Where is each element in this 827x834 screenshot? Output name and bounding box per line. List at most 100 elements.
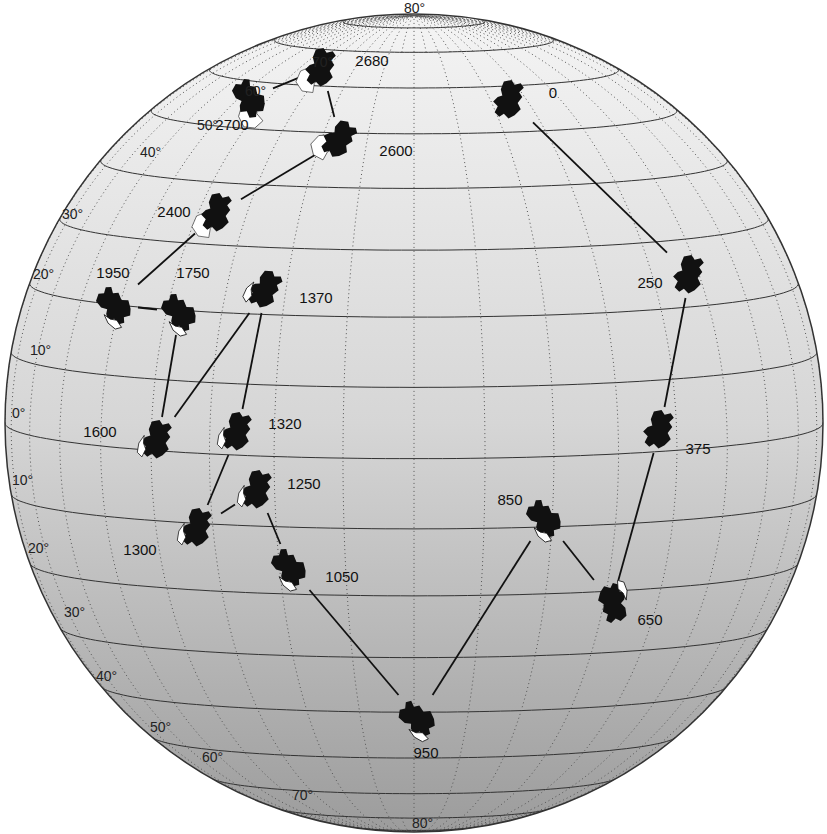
continent-position: 1370 bbox=[243, 267, 289, 313]
continent-position: 1750 bbox=[157, 289, 203, 335]
path-connector bbox=[162, 335, 176, 417]
latitude-label: 80° bbox=[404, 1, 425, 15]
age-label: 2600 bbox=[379, 143, 412, 158]
continent-position: 1300 bbox=[175, 505, 221, 551]
continent-shape bbox=[157, 289, 203, 335]
parallel-line bbox=[11, 352, 817, 387]
age-label: 2700 bbox=[215, 117, 248, 132]
age-label: 2680 bbox=[355, 53, 388, 68]
meridian-line bbox=[151, 16, 414, 831]
parallel-line bbox=[213, 779, 616, 794]
meridian-line bbox=[414, 16, 677, 831]
parallel-line bbox=[61, 629, 768, 658]
age-label: 250 bbox=[637, 275, 662, 290]
latitude-label: 50° bbox=[150, 720, 171, 734]
graticule bbox=[5, 16, 823, 832]
meridian-line bbox=[210, 16, 415, 832]
path-connector bbox=[433, 541, 531, 695]
age-label: 1050 bbox=[325, 569, 358, 584]
continent-position: 1950 bbox=[92, 282, 138, 328]
age-label: 950 bbox=[413, 745, 438, 760]
continent-position: 2700 bbox=[227, 75, 273, 121]
continent-shape bbox=[317, 117, 363, 163]
path-connector bbox=[241, 154, 317, 199]
latitude-label: 70° bbox=[312, 55, 333, 69]
latitude-label: 70° bbox=[292, 788, 313, 802]
meridian-line bbox=[355, 16, 414, 52]
meridian-line bbox=[414, 16, 619, 832]
continent-position: 1320 bbox=[215, 409, 261, 455]
meridian-line bbox=[60, 16, 414, 828]
meridian-line bbox=[414, 16, 485, 832]
meridian-line bbox=[414, 16, 450, 52]
continent-position: 850 bbox=[522, 495, 568, 541]
path-connector bbox=[138, 308, 157, 310]
continent-shape bbox=[235, 467, 281, 513]
continent-position: 650 bbox=[589, 580, 635, 626]
continent-shape bbox=[195, 190, 241, 236]
path-connector bbox=[221, 505, 235, 514]
continent-position: 1050 bbox=[267, 544, 313, 590]
continent-shape bbox=[487, 77, 533, 123]
meridian-line bbox=[414, 16, 823, 423]
latitude-label: 60° bbox=[245, 84, 266, 98]
continent-shape bbox=[215, 409, 261, 455]
meridian-line bbox=[414, 16, 798, 820]
continent-position: 1250 bbox=[235, 467, 281, 513]
path-connector bbox=[310, 590, 399, 695]
age-label: 1950 bbox=[96, 265, 129, 280]
age-label: 375 bbox=[685, 441, 710, 456]
meridian-line bbox=[402, 818, 411, 832]
path-connector bbox=[273, 78, 299, 89]
parallel-line bbox=[343, 19, 485, 28]
latitude-label: 20° bbox=[28, 541, 49, 555]
continent-position: 950 bbox=[395, 695, 441, 741]
path-connector bbox=[243, 313, 262, 409]
path-connector bbox=[618, 453, 653, 580]
meridian-line bbox=[334, 16, 414, 51]
meridian-line bbox=[5, 16, 414, 423]
path-connector bbox=[665, 298, 686, 407]
path-connector bbox=[268, 513, 281, 544]
age-label: 1750 bbox=[176, 265, 209, 280]
latitude-label: 40° bbox=[96, 669, 117, 683]
meridian-line bbox=[414, 16, 494, 51]
continent-shape bbox=[667, 252, 713, 298]
continent-position: 375 bbox=[637, 407, 683, 453]
age-label: 0 bbox=[549, 85, 557, 100]
continent-shape bbox=[243, 267, 289, 313]
continent-shape bbox=[395, 695, 441, 741]
continent-position: 2400 bbox=[195, 190, 241, 236]
continent-shape bbox=[135, 417, 181, 463]
latitude-label: 60° bbox=[202, 750, 223, 764]
parallel-line bbox=[151, 109, 677, 134]
latitude-label: 30° bbox=[64, 605, 85, 619]
continent-position: 1600 bbox=[135, 417, 181, 463]
meridian-line bbox=[30, 16, 414, 820]
continent-position: 0 bbox=[487, 77, 533, 123]
age-label: 1300 bbox=[123, 542, 156, 557]
meridian-line bbox=[315, 16, 414, 49]
meridian-line bbox=[414, 16, 513, 49]
age-label: 1320 bbox=[268, 416, 301, 431]
age-label: 650 bbox=[637, 612, 662, 627]
continent-shape bbox=[92, 282, 138, 328]
globe-outline bbox=[5, 14, 823, 832]
meridian-line bbox=[287, 16, 414, 46]
latitude-label: 10° bbox=[30, 343, 51, 357]
meridian-line bbox=[414, 16, 727, 830]
latitude-label: 30° bbox=[62, 207, 83, 221]
parallel-line bbox=[30, 564, 798, 596]
meridian-line bbox=[378, 16, 414, 52]
meridian-line bbox=[414, 16, 541, 46]
latitude-label: 0° bbox=[12, 406, 25, 420]
continent-position: 250 bbox=[667, 252, 713, 298]
parallel-line bbox=[12, 495, 817, 529]
meridian-line bbox=[11, 16, 414, 789]
meridian-line bbox=[414, 16, 768, 828]
meridian-line bbox=[402, 16, 414, 53]
globe-disc bbox=[5, 14, 823, 832]
parallel-line bbox=[60, 218, 768, 250]
continent-shape bbox=[267, 544, 313, 590]
parallel-line bbox=[101, 159, 728, 188]
